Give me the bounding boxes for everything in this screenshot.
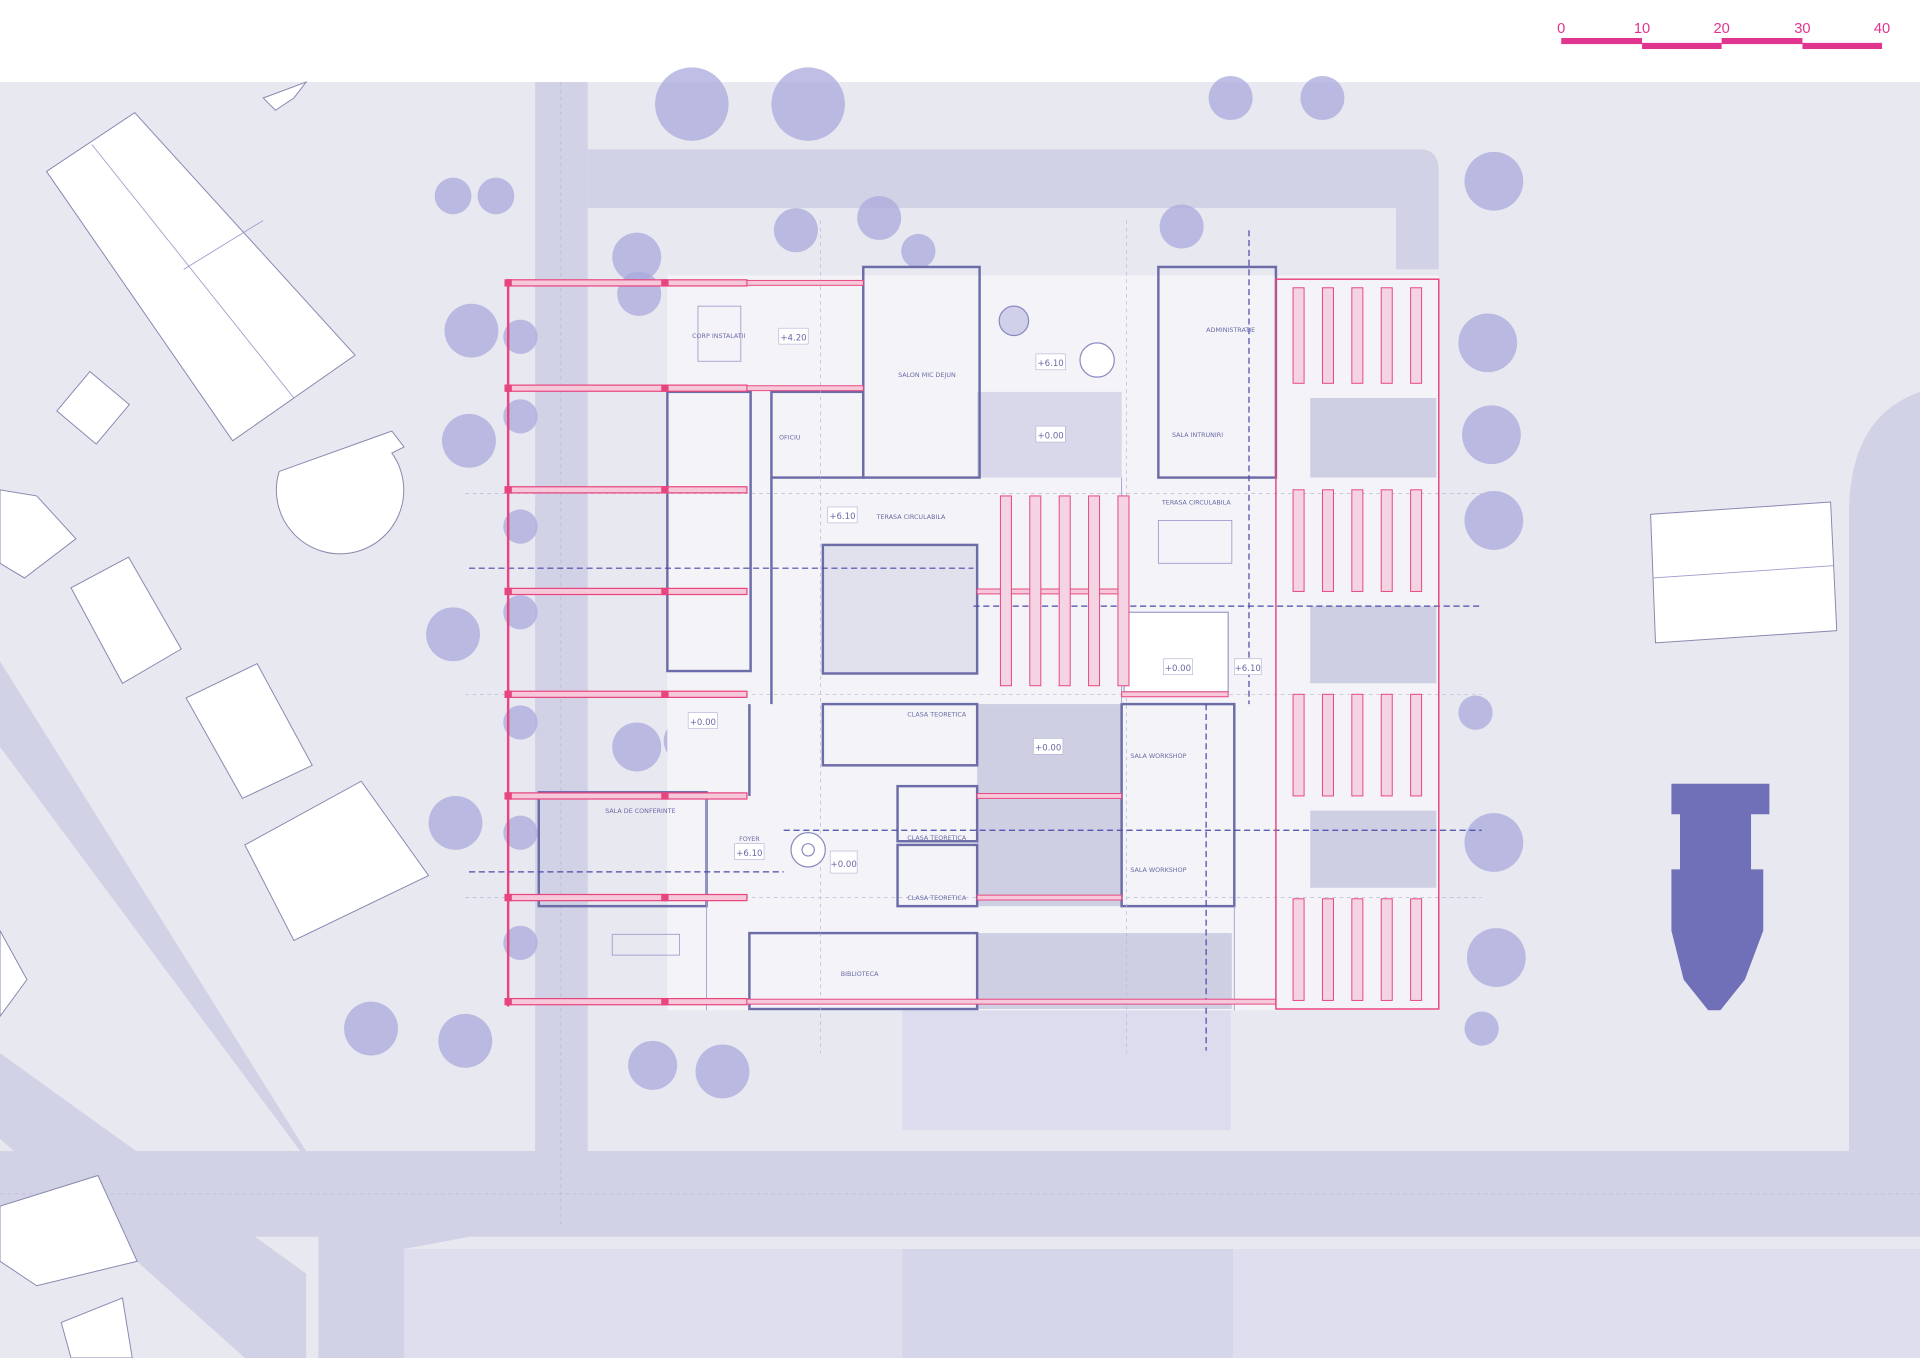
label-clasa-teoretica-1: CLASA TEORETICA [907,711,967,718]
tree-icon [655,67,729,141]
room-labels: CORP INSTALATII SALON MIC DEJUN ADMINIST… [605,327,1255,978]
tree-icon [503,399,538,434]
tree-icon [503,319,538,354]
scale-tick-10: 10 [1634,21,1650,37]
tree-icon [617,271,662,316]
garden-beds [999,278,1440,1010]
scale-tick-0: 0 [1557,21,1565,37]
scale-tick-20: 20 [1713,21,1729,37]
tree-icon [1464,151,1524,211]
label-sala-intruniri: SALA INTRUNIRI [1172,432,1223,439]
level-workshop-yard: +0.00 [1033,738,1064,755]
svg-text:+6.10: +6.10 [829,512,855,522]
label-biblioteca: BIBLIOTECA [841,971,879,978]
tree-icon [438,1013,493,1068]
label-sala-workshop-1: SALA WORKSHOP [1130,753,1186,760]
label-clasa-teoretica-3: CLASA TEORETICA [907,895,967,902]
level-foyer: +6.10 [734,843,765,860]
tree-icon [503,705,538,740]
trees [344,67,1526,1099]
roads [0,82,1920,1358]
label-corp-instalatii: CORP INSTALATII [692,333,745,340]
tree-icon [477,177,515,215]
tree-icon [773,208,818,253]
tree-icon [442,413,496,468]
level-center-right: +6.10 [1233,658,1262,676]
level-terasa: +6.10 [827,506,858,524]
tree-icon [1458,313,1518,373]
level-corp: +4.20 [778,327,809,345]
tree-icon [503,595,538,630]
building-plan [465,220,1482,1054]
level-markers: +4.20 +6.10 +0.00 +6.10 +0.00 +0.00 +6.1… [687,305,1262,874]
scale-tick-30: 30 [1794,21,1810,37]
tree-icon [426,607,480,662]
label-sala-de-conferinte: SALA DE CONFERINTE [605,808,675,815]
tree-icon [1464,491,1524,550]
tree-icon [1458,695,1493,730]
scale-bar: 0 10 20 30 40 [1557,21,1890,49]
tree-icon [1464,1011,1499,1046]
tree-icon [1159,204,1204,249]
label-administratie: ADMINISTRATIE [1206,327,1255,334]
svg-text:+0.00: +0.00 [1037,431,1063,441]
church [1671,783,1770,1011]
tree-icon [628,1040,678,1090]
svg-text:+0.00: +0.00 [831,860,857,870]
tree-icon [1462,405,1521,465]
label-clasa-teoretica-2: CLASA TEORETICA [907,835,967,842]
level-left-garden: +0.00 [687,712,718,729]
tree-icon [503,509,538,544]
label-salon-mic-dejun: SALON MIC DEJUN [898,372,956,379]
svg-text:+6.10: +6.10 [736,849,762,859]
tree-icon [344,1001,398,1056]
scale-tick-40: 40 [1874,21,1890,37]
level-courtyard-top: +6.10 [1035,353,1066,371]
tree-icon [857,195,902,241]
spiral-stair-icon [790,305,1115,868]
level-center: +0.00 [1162,658,1193,676]
tree-icon [444,303,499,358]
tree-icon [612,722,662,772]
tree-icon [1208,75,1253,121]
tree-icon [503,925,538,961]
svg-text:+4.20: +4.20 [780,333,806,343]
tree-icon [434,177,472,215]
tree-icon [612,232,662,282]
label-terasa-circulabila-right: TERASA CIRCULABILA [1161,500,1231,507]
level-courtyard-garden: +0.00 [1035,425,1066,443]
tree-icon [1466,928,1526,987]
svg-text:+6.10: +6.10 [1235,664,1261,674]
svg-text:+6.10: +6.10 [1037,359,1063,369]
pergola-beams [504,279,1277,1007]
svg-text:+0.00: +0.00 [690,718,716,728]
label-sala-workshop-2: SALA WORKSHOP [1130,867,1186,874]
label-terasa-circulabila-left: TERASA CIRCULABILA [876,514,946,521]
level-stair: +0.00 [829,850,858,874]
tree-icon [428,795,483,850]
label-foyer: FOYER [739,836,760,843]
label-oficiu: OFICIU [779,435,801,442]
svg-text:+0.00: +0.00 [1035,744,1061,754]
svg-text:+0.00: +0.00 [1165,664,1191,674]
tree-icon [1300,75,1345,121]
tree-icon [695,1044,750,1099]
tree-icon [771,67,845,141]
tree-icon [901,233,936,269]
tree-icon [503,815,538,850]
neighbouring-buildings [0,81,1838,1358]
tree-icon [1464,813,1524,872]
